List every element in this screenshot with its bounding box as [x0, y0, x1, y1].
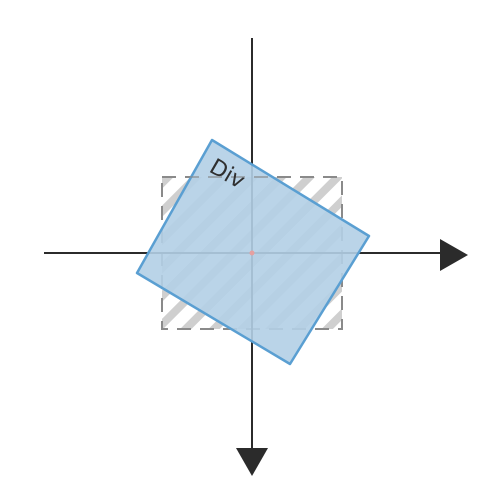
arrow-down-icon: [236, 448, 268, 476]
transform-origin-dot: [249, 250, 255, 256]
arrow-right-icon: [440, 239, 468, 271]
